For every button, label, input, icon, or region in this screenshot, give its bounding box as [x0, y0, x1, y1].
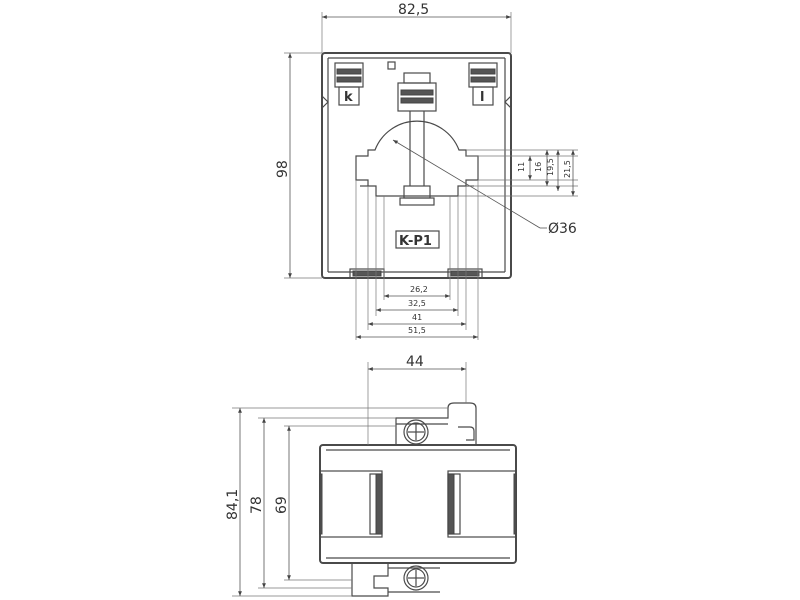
- terminal-left-label: k: [344, 90, 353, 105]
- center-clamp: [397, 72, 437, 206]
- front-view: k l K-P1: [275, 2, 578, 340]
- terminal-right-label: l: [480, 90, 484, 105]
- dim-left-1: 84,1: [225, 489, 241, 520]
- dim-left-2: 78: [249, 496, 265, 514]
- clip-right: [447, 268, 483, 279]
- dim-bottom-3: 41: [412, 313, 422, 322]
- side-housing: [319, 444, 517, 564]
- step-dims-right: 11 16 19,5 21,5: [458, 149, 578, 197]
- dim-left-3: 69: [274, 496, 290, 514]
- terminal-left: k: [334, 62, 364, 106]
- dim-bottom-4: 51,5: [408, 326, 426, 335]
- side-view: 44 84,1 78 69: [225, 354, 517, 597]
- conductor-window: [355, 120, 479, 197]
- bottom-tab: [351, 563, 389, 597]
- vent-mark: [387, 61, 396, 70]
- marking-box: [395, 230, 440, 249]
- dim-bottom-2: 32,5: [408, 299, 426, 308]
- top-tab: [395, 402, 477, 445]
- dim-diameter: Ø36: [548, 221, 577, 237]
- front-housing: [321, 52, 512, 279]
- marking-label: K-P1: [399, 234, 432, 249]
- dim-right-4: 21,5: [563, 160, 572, 178]
- screw-bottom: [403, 565, 429, 591]
- dim-right-2: 16: [534, 162, 543, 172]
- screw-top: [403, 419, 429, 445]
- terminal-right: l: [468, 62, 498, 106]
- dim-height: 98: [275, 160, 291, 178]
- side-block-left: [319, 470, 383, 538]
- dim-bottom-1: 26,2: [410, 285, 428, 294]
- side-block-right: [447, 470, 517, 538]
- dim-width: 82,5: [398, 2, 429, 18]
- dim-right-1: 11: [517, 162, 526, 172]
- step-dims-bottom: 26,2 32,5 41 51,5: [355, 180, 479, 340]
- dim-right-3: 19,5: [546, 158, 555, 176]
- dim-depth: 44: [406, 354, 424, 370]
